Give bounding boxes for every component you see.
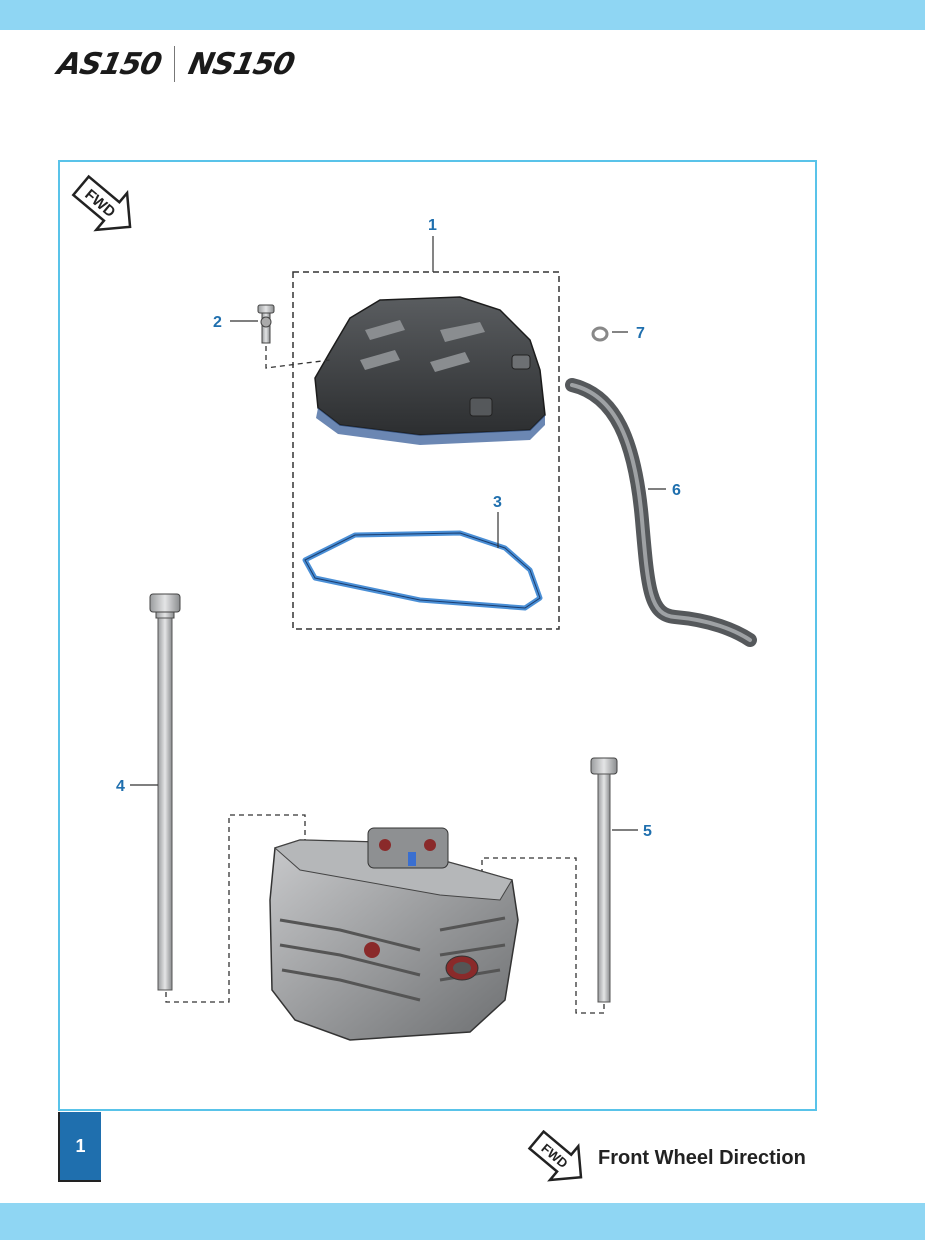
callout-3: 3	[493, 494, 502, 511]
cover-assembly-bracket	[292, 271, 560, 630]
callout-7: 7	[636, 325, 645, 342]
diagram-frame	[58, 160, 817, 1111]
legend-label: Front Wheel Direction	[598, 1147, 806, 1169]
cover-gasket	[302, 530, 543, 611]
cylinder-head-cover	[314, 296, 546, 445]
bottom-color-band	[0, 1203, 925, 1240]
callout-4: 4	[116, 778, 125, 795]
top-color-band	[0, 0, 925, 30]
legend-fwd-arrow-icon: FWD	[527, 1130, 583, 1182]
callout-2: 2	[213, 314, 222, 331]
model-logo: AS150 NS150	[54, 44, 298, 84]
cover-bolt	[257, 304, 275, 344]
callout-1: 1	[428, 217, 437, 234]
cylinder-head	[269, 827, 519, 1041]
page-number-box: 1	[58, 1112, 101, 1182]
callout-6: 6	[672, 482, 681, 499]
short-stud-bolt	[590, 757, 618, 1003]
hose-clip	[591, 326, 609, 342]
callout-5: 5	[643, 823, 652, 840]
logo-divider	[174, 46, 176, 82]
long-stud-bolt	[149, 593, 181, 991]
fwd-legend: FWD Front Wheel Direction	[526, 1130, 826, 1186]
fwd-arrow-icon: FWD	[71, 174, 132, 232]
page-number: 1	[75, 1135, 86, 1156]
breather-hose	[565, 378, 757, 647]
